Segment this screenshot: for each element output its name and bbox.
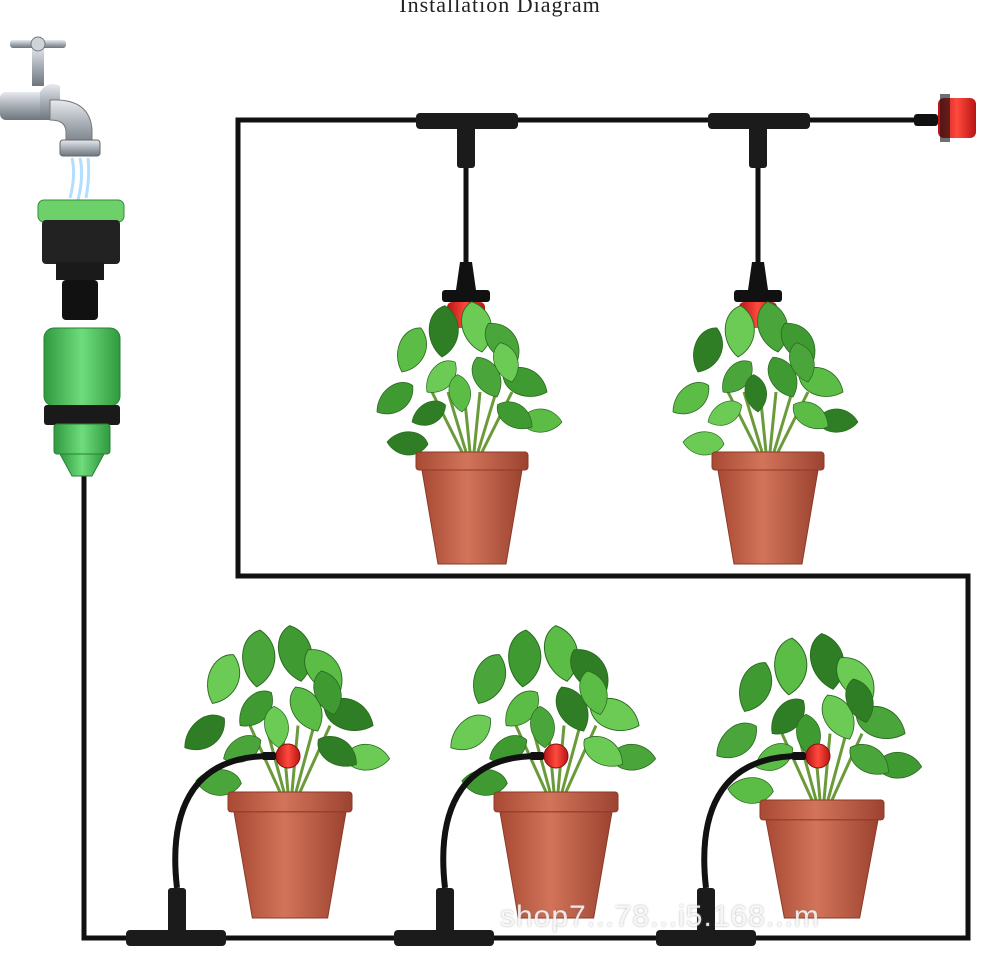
dripper-icon xyxy=(792,743,831,769)
plant-pot-icon xyxy=(368,299,565,565)
drip-tube xyxy=(701,753,801,889)
drip-lines xyxy=(172,743,831,889)
drip-line xyxy=(172,743,301,889)
hose-adapter-icon xyxy=(37,199,125,320)
basil-leaves xyxy=(707,631,925,808)
pot-body xyxy=(717,469,819,565)
pot-rim xyxy=(493,791,619,813)
pot-body xyxy=(499,811,613,919)
pot-rim xyxy=(227,791,353,813)
main-tube-loop xyxy=(81,117,971,941)
quick-connector-icon xyxy=(43,327,121,477)
plant-pot-icon xyxy=(707,631,925,919)
pot-rim xyxy=(711,451,825,471)
pot-body xyxy=(233,811,347,919)
faucet-icon xyxy=(0,36,101,201)
drip-tube xyxy=(440,753,539,889)
basil-leaves xyxy=(664,299,861,459)
plant-pot-icon xyxy=(664,299,861,565)
tee-connectors xyxy=(126,113,810,946)
end-plug-icon xyxy=(914,94,976,142)
basil-leaves xyxy=(368,299,565,459)
drip-tube xyxy=(172,753,271,889)
branch-tubes xyxy=(463,140,761,262)
drip-line xyxy=(440,743,569,889)
dripper-icon xyxy=(530,743,569,769)
water-stream xyxy=(68,157,91,201)
tee-connector-icon xyxy=(394,888,494,946)
drip-line xyxy=(701,743,831,889)
tee-connector-icon xyxy=(416,113,518,168)
dripper-icon xyxy=(262,743,301,769)
pot-body xyxy=(765,819,879,919)
tee-connector-icon xyxy=(126,888,226,946)
pot-rim xyxy=(759,799,885,821)
pot-rim xyxy=(415,451,529,471)
tee-connector-icon xyxy=(708,113,810,168)
main-tube xyxy=(81,117,971,941)
plant-pot-icon xyxy=(441,623,659,919)
plants xyxy=(175,299,925,919)
pot-body xyxy=(421,469,523,565)
watermark-text: shop7...78...i5.168...m xyxy=(500,900,820,933)
diagram-title: Installation Diagram xyxy=(399,0,601,17)
tee-connector-icon xyxy=(656,888,756,946)
